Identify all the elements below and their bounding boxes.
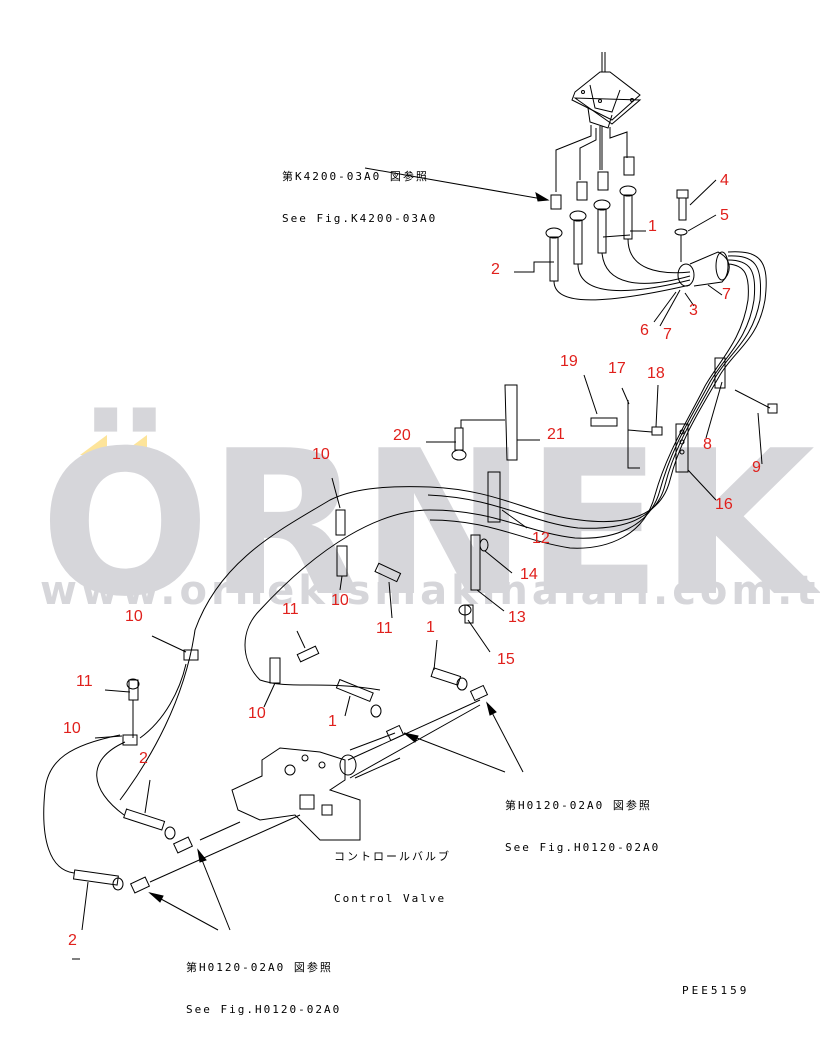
- reference-bottom-en: See Fig.H0120-02A0: [186, 1003, 342, 1016]
- control-valve-jp: コントロールバルブ: [334, 850, 451, 863]
- hose-ends-lower-icon: [43, 663, 468, 891]
- bolt-washer-icon: [674, 189, 689, 262]
- part-label-6: 6: [640, 322, 649, 339]
- reference-top-en: See Fig.K4200-03A0: [282, 212, 438, 225]
- part-label-10-d: 10: [63, 720, 81, 737]
- part-label-7: 7: [663, 326, 672, 343]
- watermark-brand: ÖRNEK: [40, 408, 815, 641]
- part-label-10-c: 10: [125, 608, 143, 625]
- adapter-fittings-icon: [550, 156, 635, 210]
- part-label-12: 12: [532, 530, 550, 547]
- part-label-18: 18: [647, 365, 665, 382]
- reference-right-en: See Fig.H0120-02A0: [505, 841, 661, 854]
- part-label-11-b: 11: [282, 601, 299, 618]
- part-label-3: 3: [689, 302, 698, 319]
- reference-top-jp: 第K4200-03A0 図参照: [282, 170, 429, 183]
- umlaut-marks-icon: [80, 435, 147, 455]
- part-label-11-c: 11: [76, 673, 93, 690]
- part-label-10-e: 10: [248, 705, 266, 722]
- drawing-code: PEE5159: [682, 984, 750, 997]
- control-valve-en: Control Valve: [334, 892, 447, 905]
- clamps-icon: [122, 357, 726, 746]
- part-label-14: 14: [520, 566, 538, 583]
- part-label-1: 1: [648, 218, 657, 235]
- pilot-valve-icon: [555, 52, 642, 192]
- part-label-13: 13: [508, 609, 526, 626]
- part-label-1-c: 1: [328, 713, 337, 730]
- part-label-20: 20: [393, 427, 411, 444]
- part-label-21: 21: [547, 426, 565, 443]
- bolts-icon: [126, 389, 778, 738]
- part-label-10-b: 10: [331, 592, 349, 609]
- reference-bottom-jp: 第H0120-02A0 図参照: [186, 961, 333, 974]
- part-label-9: 9: [752, 459, 761, 476]
- part-label-4: 4: [720, 172, 729, 189]
- reference-bottom: 第H0120-02A0 図参照 See Fig.H0120-02A0: [186, 933, 341, 1045]
- leader-lines: [72, 167, 763, 960]
- part-label-2-b: 2: [139, 750, 148, 767]
- part-label-1-b: 1: [426, 619, 435, 636]
- hose-ends-top-icon: [545, 185, 691, 301]
- grommet-icon: [677, 251, 730, 287]
- part-label-2-c: 2: [68, 932, 77, 949]
- part-label-17: 17: [608, 360, 626, 377]
- part-label-19: 19: [560, 353, 578, 370]
- control-valve-caption: コントロールバルブ Control Valve: [334, 822, 451, 934]
- part-label-8: 8: [703, 436, 712, 453]
- reference-top: 第K4200-03A0 図参照 See Fig.K4200-03A0: [282, 142, 437, 254]
- part-label-15: 15: [497, 651, 515, 668]
- watermark-url: www.orneklsmakinalari.com.tr: [40, 568, 820, 614]
- reference-right: 第H0120-02A0 図参照 See Fig.H0120-02A0: [505, 771, 660, 883]
- reference-right-jp: 第H0120-02A0 図参照: [505, 799, 652, 812]
- part-label-10: 10: [312, 446, 330, 463]
- part-label-7-right: 7: [722, 286, 731, 303]
- part-label-16: 16: [715, 496, 733, 513]
- part-label-2: 2: [491, 261, 500, 278]
- part-label-5: 5: [720, 207, 729, 224]
- part-label-11: 11: [376, 620, 393, 637]
